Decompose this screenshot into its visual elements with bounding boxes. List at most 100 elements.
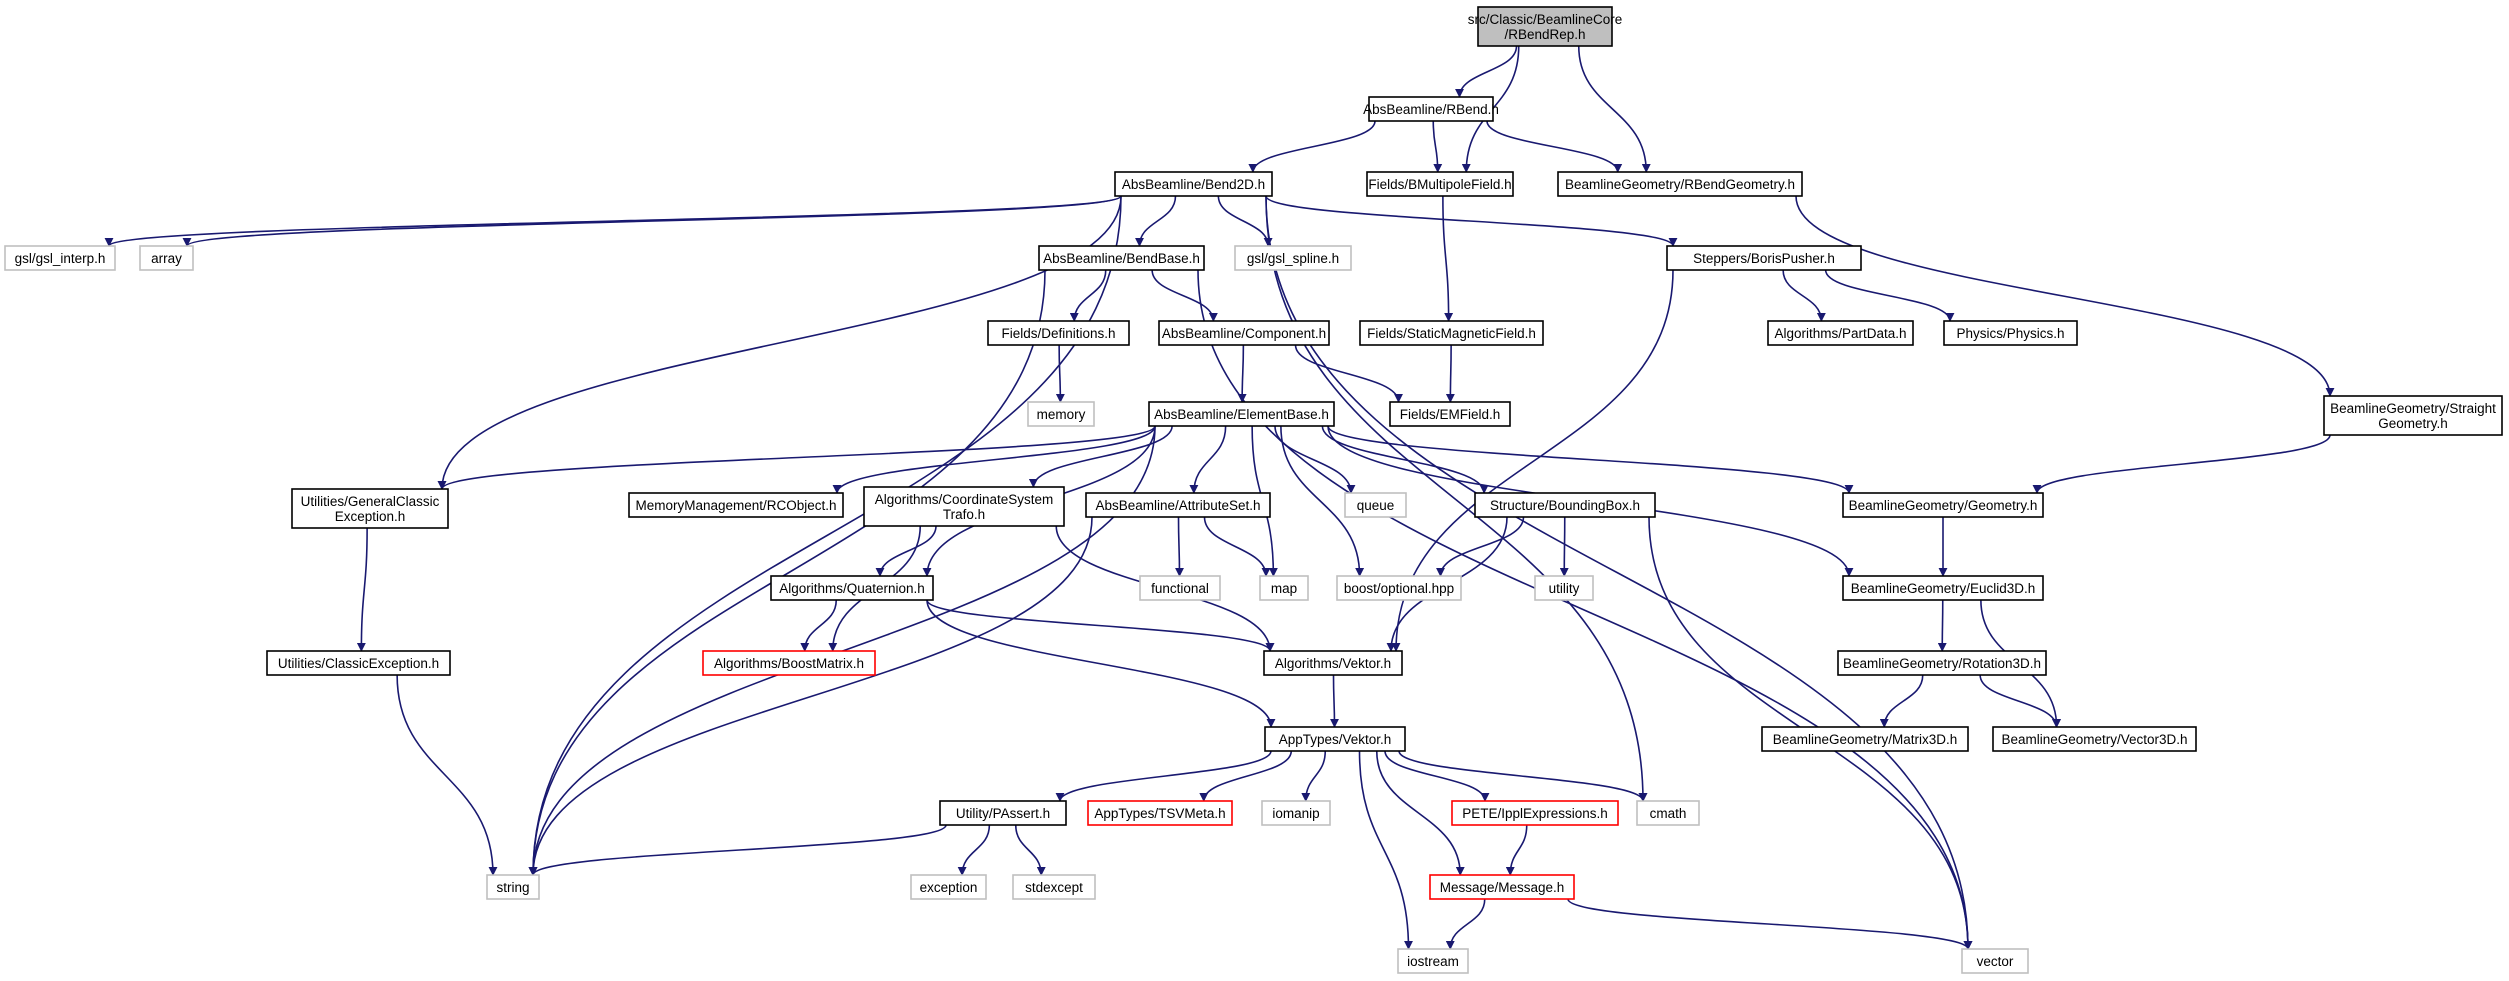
node-quaternion[interactable]: Algorithms/Quaternion.h — [770, 575, 934, 601]
edge-euclid3d-to-rotation3d — [1937, 599, 1947, 652]
node-bend2d[interactable]: AbsBeamline/Bend2D.h — [1114, 171, 1273, 197]
node-label-bend2d: AbsBeamline/Bend2D.h — [1122, 177, 1265, 192]
node-apptypesvektor[interactable]: AppTypes/Vektor.h — [1264, 726, 1406, 752]
node-label-genclassicexc-line2: Exception.h — [335, 509, 406, 524]
edge-passert-to-exception — [957, 824, 991, 876]
node-memory[interactable]: memory — [1027, 401, 1095, 427]
node-exception[interactable]: exception — [910, 874, 987, 900]
node-functional[interactable]: functional — [1139, 575, 1221, 601]
node-queue[interactable]: queue — [1344, 492, 1407, 518]
node-box-string — [486, 874, 540, 900]
node-elementbase[interactable]: AbsBeamline/ElementBase.h — [1148, 401, 1335, 427]
edge-rbend-to-bend2d — [1248, 120, 1376, 173]
edge-coordsys-to-quaternion — [875, 525, 937, 577]
edge-boundingbox-to-boostoptional — [1436, 516, 1525, 577]
node-label-rotation3d: BeamlineGeometry/Rotation3D.h — [1843, 656, 2041, 671]
node-rotation3d[interactable]: BeamlineGeometry/Rotation3D.h — [1837, 650, 2047, 676]
node-component[interactable]: AbsBeamline/Component.h — [1158, 320, 1330, 346]
node-classicexc[interactable]: Utilities/ClassicException.h — [266, 650, 451, 676]
node-cmath[interactable]: cmath — [1636, 800, 1700, 826]
node-label-euclid3d: BeamlineGeometry/Euclid3D.h — [1851, 581, 2036, 596]
node-boostoptional[interactable]: boost/optional.hpp — [1336, 575, 1462, 601]
node-box-functional — [1139, 575, 1221, 601]
edge-elementbase-to-boundingbox — [1321, 425, 1489, 494]
node-euclid3d[interactable]: BeamlineGeometry/Euclid3D.h — [1842, 575, 2044, 601]
node-label-physics: Physics/Physics.h — [1956, 326, 2064, 341]
node-box-stdexcept — [1012, 874, 1096, 900]
node-box-boostoptional — [1336, 575, 1462, 601]
node-label-algvektor: Algorithms/Vektor.h — [1275, 656, 1391, 671]
node-rbend[interactable]: AbsBeamline/RBend.h — [1363, 96, 1499, 122]
node-boundingbox[interactable]: Structure/BoundingBox.h — [1474, 492, 1656, 518]
node-vector3d[interactable]: BeamlineGeometry/Vector3D.h — [1992, 726, 2197, 752]
edge-bend2d-to-string — [528, 195, 1122, 876]
edge-passert-to-string — [528, 824, 947, 876]
node-physics[interactable]: Physics/Physics.h — [1943, 320, 2078, 346]
node-label-cmath: cmath — [1650, 806, 1687, 821]
node-vector[interactable]: vector — [1961, 948, 2029, 974]
node-label-quaternion: Algorithms/Quaternion.h — [779, 581, 925, 596]
node-label-vector3d: BeamlineGeometry/Vector3D.h — [2001, 732, 2187, 747]
node-geometry[interactable]: BeamlineGeometry/Geometry.h — [1842, 492, 2044, 518]
node-partdata[interactable]: Algorithms/PartData.h — [1767, 320, 1914, 346]
edge-apptypesvektor-to-cmath — [1398, 750, 1648, 802]
node-box-vector3d — [1992, 726, 2197, 752]
node-map[interactable]: map — [1259, 575, 1309, 601]
node-label-definitions: Fields/Definitions.h — [1001, 326, 1115, 341]
node-root[interactable]: src/Classic/BeamlineCore/RBendRep.h — [1468, 6, 1623, 47]
edge-bend2d-to-vector — [1265, 195, 1973, 950]
node-label-rbend: AbsBeamline/RBend.h — [1363, 102, 1499, 117]
node-definitions[interactable]: Fields/Definitions.h — [987, 320, 1130, 346]
node-tsvmeta[interactable]: AppTypes/TSVMeta.h — [1087, 800, 1233, 826]
node-box-cmath — [1636, 800, 1700, 826]
node-label-stdexcept: stdexcept — [1025, 880, 1083, 895]
edge-elementbase-to-rcobject — [832, 425, 1156, 494]
node-array[interactable]: array — [139, 245, 194, 271]
node-box-gslspline — [1234, 245, 1352, 271]
node-label-apptypesvektor: AppTypes/Vektor.h — [1279, 732, 1392, 747]
node-label-message: Message/Message.h — [1440, 880, 1565, 895]
node-stdexcept[interactable]: stdexcept — [1012, 874, 1096, 900]
node-gslspline[interactable]: gsl/gsl_spline.h — [1234, 245, 1352, 271]
node-boostmatrix[interactable]: Algorithms/BoostMatrix.h — [702, 650, 876, 676]
edge-attributeset-to-functional — [1174, 516, 1184, 577]
node-label-coordsys-line2: Trafo.h — [943, 507, 985, 522]
node-attributeset[interactable]: AbsBeamline/AttributeSet.h — [1085, 492, 1271, 518]
node-passert[interactable]: Utility/PAssert.h — [939, 800, 1067, 826]
node-label-tsvmeta: AppTypes/TSVMeta.h — [1094, 806, 1225, 821]
node-utility[interactable]: utility — [1534, 575, 1594, 601]
edge-passert-to-stdexcept — [1014, 824, 1046, 876]
node-matrix3d[interactable]: BeamlineGeometry/Matrix3D.h — [1761, 726, 1969, 752]
node-iomanip[interactable]: iomanip — [1261, 800, 1331, 826]
node-box-map — [1259, 575, 1309, 601]
node-label-map: map — [1271, 581, 1297, 596]
edge-bmultipole-to-staticmag — [1442, 195, 1454, 322]
nodes-layer: src/Classic/BeamlineCore/RBendRep.hAbsBe… — [4, 6, 2503, 974]
node-box-physics — [1943, 320, 2078, 346]
edge-elementbase-to-genclassicexc — [437, 425, 1156, 490]
node-string[interactable]: string — [486, 874, 540, 900]
node-bmultipole[interactable]: Fields/BMultipoleField.h — [1366, 171, 1514, 197]
node-rcobject[interactable]: MemoryManagement/RCObject.h — [628, 492, 844, 518]
node-box-iostream — [1397, 948, 1469, 974]
node-borispusher[interactable]: Steppers/BorisPusher.h — [1666, 245, 1862, 271]
edge-staticmag-to-emfield — [1445, 344, 1455, 403]
node-message[interactable]: Message/Message.h — [1429, 874, 1575, 900]
node-ipplexpr[interactable]: PETE/IpplExpressions.h — [1451, 800, 1619, 826]
node-box-attributeset — [1085, 492, 1271, 518]
node-algvektor[interactable]: Algorithms/Vektor.h — [1263, 650, 1403, 676]
node-label-functional: functional — [1151, 581, 1209, 596]
edge-apptypesvektor-to-passert — [1055, 750, 1272, 802]
node-rbendgeom[interactable]: BeamlineGeometry/RBendGeometry.h — [1557, 171, 1803, 197]
node-gslinterp[interactable]: gsl/gsl_interp.h — [4, 245, 116, 271]
node-emfield[interactable]: Fields/EMField.h — [1389, 401, 1511, 427]
edge-apptypesvektor-to-message — [1375, 750, 1465, 876]
edge-quaternion-to-boostmatrix — [800, 599, 838, 652]
node-iostream[interactable]: iostream — [1397, 948, 1469, 974]
node-bendbase[interactable]: AbsBeamline/BendBase.h — [1038, 245, 1205, 271]
node-label-boostmatrix: Algorithms/BoostMatrix.h — [714, 656, 864, 671]
node-staticmag[interactable]: Fields/StaticMagneticField.h — [1359, 320, 1544, 346]
